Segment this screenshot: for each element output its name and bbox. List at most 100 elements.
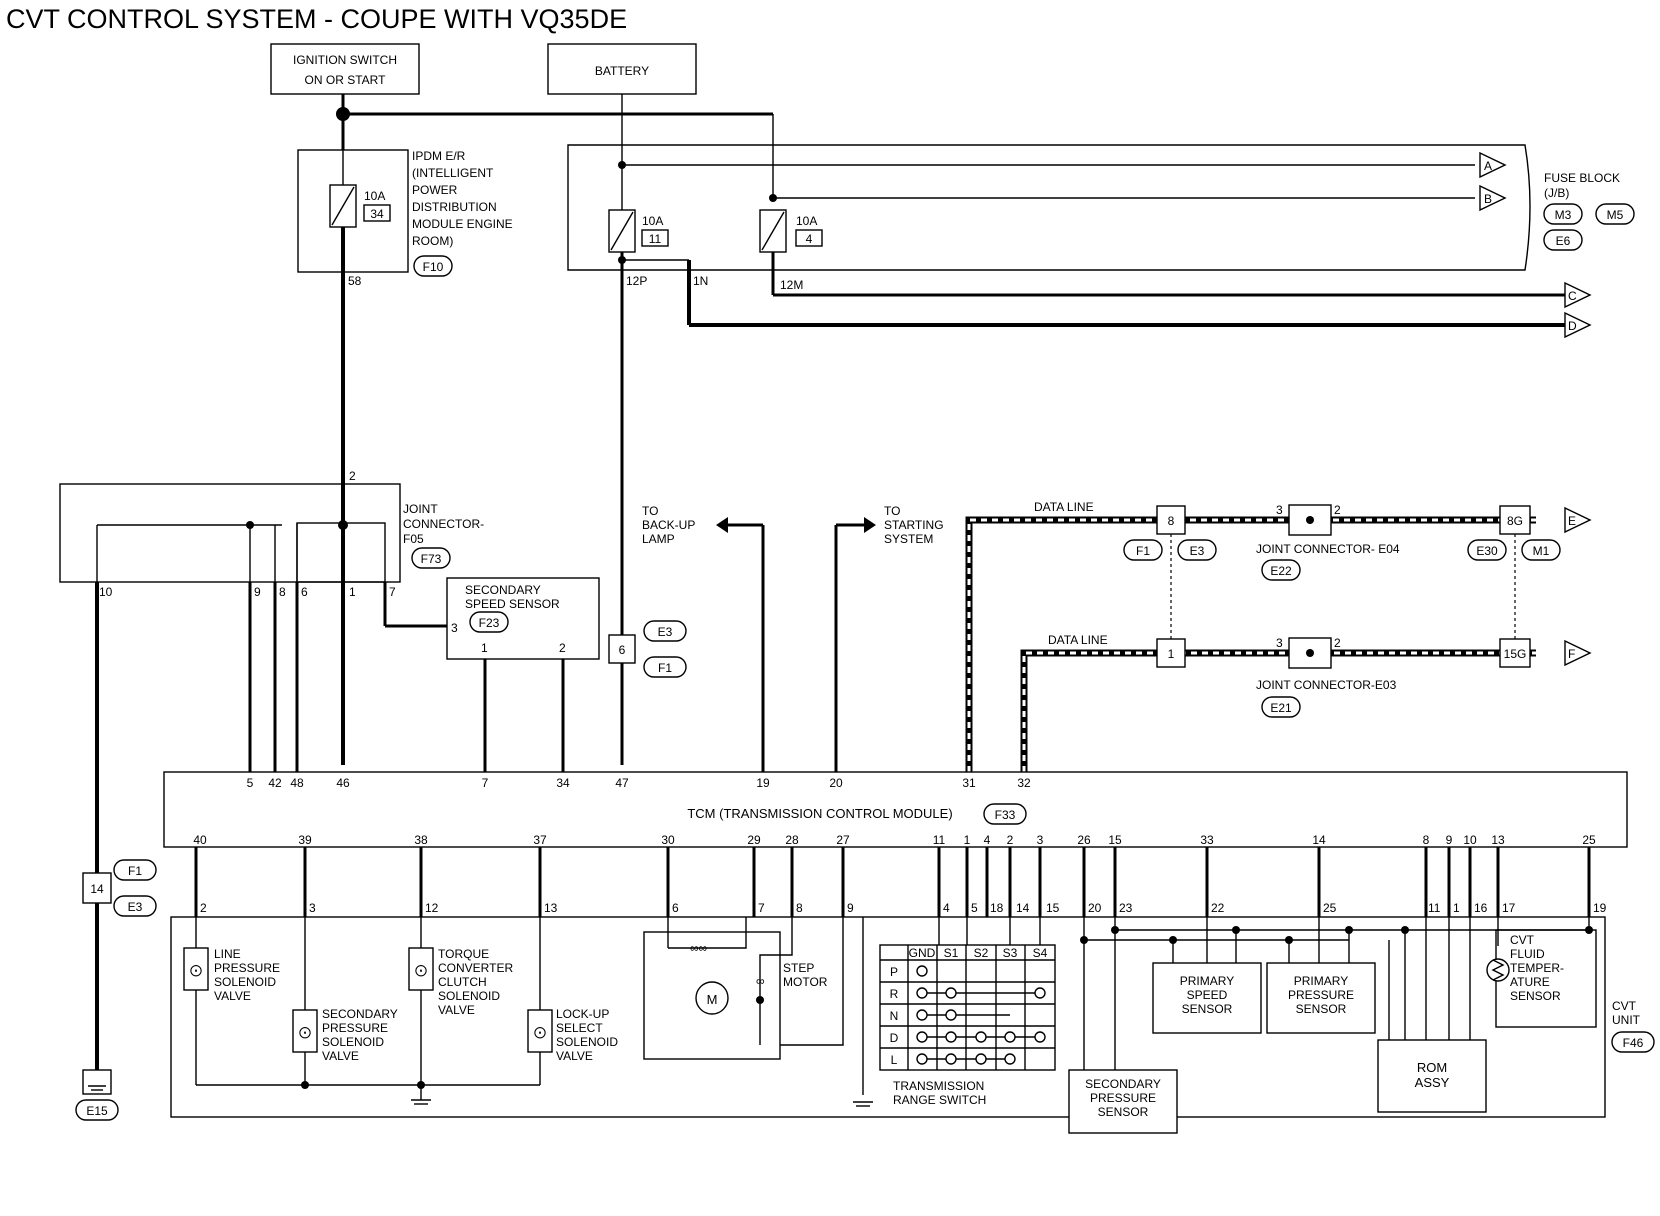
tcm-bot-pin-9: 9 xyxy=(1446,833,1453,847)
trs-head-s2: S2 xyxy=(974,946,989,960)
sss-connector: F23 xyxy=(479,616,500,630)
rom-label-1: ROM xyxy=(1417,1060,1447,1075)
cvt-label-1: CVT xyxy=(1612,999,1637,1013)
fuse-block-label-2: (J/B) xyxy=(1544,186,1569,200)
lps-label-2: PRESSURE xyxy=(214,961,280,975)
tcm-top-pin-20: 20 xyxy=(829,776,843,790)
trs-c-d-gnd xyxy=(916,1031,928,1043)
pps-label-3: SENSOR xyxy=(1296,1002,1347,1016)
joint-e03-pin-3: 3 xyxy=(1276,636,1283,650)
tcm-top-pin-34: 34 xyxy=(556,776,570,790)
lus-label-4: VALVE xyxy=(556,1049,593,1063)
joint-e03-label: JOINT CONNECTOR-E03 xyxy=(1256,678,1397,692)
cvt-pin-4: 4 xyxy=(943,901,950,915)
tcm-connector: F33 xyxy=(995,808,1016,822)
trs-table xyxy=(879,944,1056,1071)
solenoid-ground-splice-1 xyxy=(301,1081,309,1089)
cvt-pin-23: 23 xyxy=(1119,901,1133,915)
arrow-A-label: A xyxy=(1484,159,1492,173)
cvt-pin-8: 8 xyxy=(796,901,803,915)
backup-label-2: BACK-UP xyxy=(642,518,695,532)
dl-upper-conn-b2-oval xyxy=(1521,539,1561,561)
step-motor-label-2: MOTOR xyxy=(783,975,828,989)
data-line-lower-outer xyxy=(1020,649,1536,772)
sp-sensor-label-2: PRESSURE xyxy=(1090,1091,1156,1105)
rom-assy-box xyxy=(1377,1039,1487,1113)
tcm-bot-pin-10: 10 xyxy=(1463,833,1477,847)
motor-icon xyxy=(695,981,729,1015)
ipdm-pin: 58 xyxy=(348,274,362,288)
ipdm-label-1: IPDM E/R xyxy=(412,149,466,163)
ft-label-5: SENSOR xyxy=(1510,989,1561,1003)
joint-e04-splice xyxy=(1306,516,1314,524)
tcm-top-pin-19: 19 xyxy=(756,776,770,790)
pss-label-3: SENSOR xyxy=(1182,1002,1233,1016)
joint-e03-conn-oval xyxy=(1261,696,1301,718)
ipdm-label-3: POWER xyxy=(412,183,458,197)
fb-connector-1: M3 xyxy=(1555,208,1572,222)
lps-label-4: VALVE xyxy=(214,989,251,1003)
lus-coil-symbol: ⨀ xyxy=(534,1025,546,1039)
cvt-conn: F46 xyxy=(1623,1036,1644,1050)
tcm-connector-oval xyxy=(983,803,1027,825)
tcm-label: TCM (TRANSMISSION CONTROL MODULE) xyxy=(687,806,952,821)
tcc-label-2: CONVERTER xyxy=(438,961,513,975)
tcm-bot-pin-14: 14 xyxy=(1312,833,1326,847)
tcm-bot-pin-27: 27 xyxy=(836,833,850,847)
trs-label-1: TRANSMISSION xyxy=(893,1079,984,1093)
backup-arrow-icon xyxy=(716,517,728,533)
lps-coil-icon xyxy=(183,947,209,991)
joint-e04-label: JOINT CONNECTOR- E04 xyxy=(1256,542,1400,556)
fuse-11-amp: 10A xyxy=(642,214,663,228)
fb-connector-2: M5 xyxy=(1607,208,1624,222)
pp-splice-1 xyxy=(1285,936,1293,944)
tcc-label-5: VALVE xyxy=(438,1003,475,1017)
trs-row-l: L xyxy=(891,1053,898,1067)
joint-pin-10: 10 xyxy=(99,585,113,599)
dl-upper-pin-a-box xyxy=(1156,505,1186,535)
tcm-bot-pin-4: 4 xyxy=(984,833,991,847)
data-line-lower-label: DATA LINE xyxy=(1048,633,1108,647)
arrow-C-label: C xyxy=(1568,289,1577,303)
fb-connector-oval-3 xyxy=(1543,229,1583,251)
step-motor-label-1: STEP xyxy=(783,961,814,975)
cvt-pin-7: 7 xyxy=(758,901,765,915)
ft-label-3: TEMPER- xyxy=(1510,961,1564,975)
arrow-D-icon xyxy=(1564,311,1592,339)
ignition-switch-box xyxy=(270,43,420,95)
primary-speed-sensor-box xyxy=(1152,962,1262,1034)
sss-label-1: SECONDARY xyxy=(465,583,541,597)
dl-upper-conn-a2-oval xyxy=(1177,539,1217,561)
cvt-pin-25: 25 xyxy=(1323,901,1337,915)
starting-label-1: TO xyxy=(884,504,900,518)
tcc-label-1: TORQUE xyxy=(438,947,489,961)
tcm-bot-pin-40: 40 xyxy=(193,833,207,847)
ft-label-2: FLUID xyxy=(1510,947,1545,961)
pin-1n: 1N xyxy=(693,274,708,288)
arrow-A-icon xyxy=(1479,151,1507,179)
trs-row-n: N xyxy=(890,1009,899,1023)
tcm-bot-pin-29: 29 xyxy=(747,833,761,847)
joint-pin-6: 6 xyxy=(301,585,308,599)
trs-c-n-s1 xyxy=(945,1009,957,1021)
trs-c-d-s3 xyxy=(1004,1031,1016,1043)
ipdm-box xyxy=(297,149,409,273)
pss-label-1: PRIMARY xyxy=(1180,974,1234,988)
cvt-pin-5: 5 xyxy=(971,901,978,915)
ipdm-label-5: MODULE ENGINE xyxy=(412,217,513,231)
joint-e03-pin-2: 2 xyxy=(1334,636,1341,650)
sm-splice xyxy=(756,996,764,1004)
sm-coil-top-icon: ∞∞ xyxy=(690,941,707,955)
ps-splice-2 xyxy=(1232,926,1240,934)
cvt-pin-12: 12 xyxy=(425,901,439,915)
joint-e03-conn: E21 xyxy=(1270,701,1292,715)
dl-upper-conn-b1-oval xyxy=(1467,539,1507,561)
dl-lower-pin-a: 1 xyxy=(1168,647,1175,661)
joint-e04-conn-oval xyxy=(1261,559,1301,581)
sps-label-1: SECONDARY xyxy=(322,1007,398,1021)
pps-label-1: PRIMARY xyxy=(1294,974,1348,988)
tcm-bot-pin-8: 8 xyxy=(1423,833,1430,847)
step-motor-box xyxy=(643,931,781,1060)
tcm-bot-pin-11: 11 xyxy=(933,833,946,847)
